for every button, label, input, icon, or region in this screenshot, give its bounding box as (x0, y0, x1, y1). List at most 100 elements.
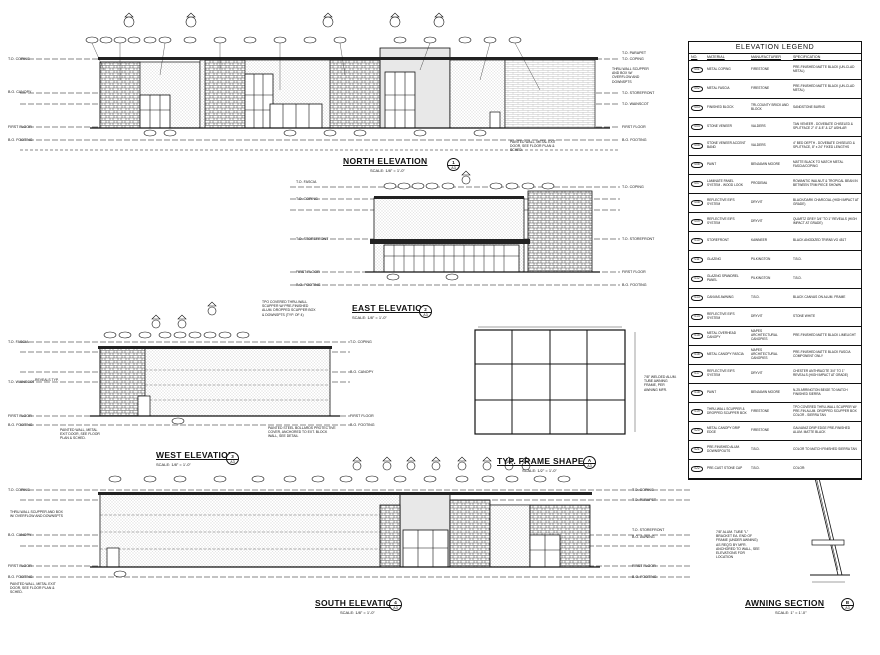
level-label: FIRST FLOOR (622, 270, 646, 274)
legend-cell-number: 017 (689, 364, 705, 384)
legend-cell-material: STOREFRONT (705, 231, 749, 251)
legend-number-tag: 009 (691, 218, 703, 226)
legend-number-tag: 013 (691, 294, 703, 302)
callout-number: 1 (452, 159, 455, 165)
legend-cell-specification: PRE-FINISHED MATTE BLACK FASCIA COMPONEN… (791, 345, 861, 365)
legend-cell-number: 020 (689, 421, 705, 441)
callout-number: 4 (394, 599, 397, 605)
legend-number-tag: 019 (691, 408, 703, 416)
legend-cell-specification: GALVANIZ DRIP EDGE PRE-FINISHED ALUM. MA… (791, 421, 861, 441)
legend-cell-number: 014 (689, 307, 705, 327)
legend-number-tag: 007 (691, 180, 703, 188)
legend-cell-manufacturer: VALDERS (749, 136, 791, 156)
level-label: FIRST FLOOR (632, 564, 656, 568)
legend-cell-manufacturer: PILKINGTON (749, 250, 791, 270)
level-label: B.O. CANOPY (350, 370, 374, 374)
level-label: T.O. STOREFRONT (622, 237, 655, 241)
legend-cell-number: 004 (689, 117, 705, 137)
legend-title: ELEVATION LEGEND (689, 42, 861, 54)
callout-number: 3 (231, 453, 234, 459)
legend-cell-specification: T.B.D. (791, 269, 861, 289)
legend-cell-specification: COLOR: (791, 459, 861, 479)
level-label: T.O. COPING (622, 185, 644, 189)
legend-cell-manufacturer: MAPES ARCHITECTURAL CANOPIES (749, 345, 791, 365)
level-label: B.O. FOOTING (622, 283, 647, 287)
awning-section-scale: SCALE: 1" = 1'-0" (775, 610, 807, 615)
south-elevation (20, 456, 690, 578)
legend-cell-material: REFLECTIVE EIFS SYSTEM (705, 307, 749, 327)
legend-cell-manufacturer: DRYVIT (749, 193, 791, 213)
elevation-legend: ELEVATION LEGEND NO. MATERIAL MANUFACTUR… (688, 41, 862, 480)
west-note-scupper: TPO COVERED THRU-WALL SCUPPER W/ PRE-FIN… (262, 300, 316, 317)
legend-cell-material: METAL COPING (705, 60, 749, 80)
legend-number-tag: 018 (691, 389, 703, 397)
west-elevation-title: WEST ELEVATION (156, 450, 235, 460)
legend-number-tag: 008 (691, 199, 703, 207)
legend-cell-specification: BLACK ANODIZED TRIFAB VG 451T (791, 231, 861, 251)
legend-number-tag: 012 (691, 275, 703, 283)
legend-cell-number: 003 (689, 98, 705, 118)
legend-cell-specification: BLACK/DARK CHARCOAL (HIGH IMPACT AT GRAD… (791, 193, 861, 213)
legend-cell-specification: PRE-FINISHED MATTE BLACK (UN-CLAD METAL) (791, 60, 861, 80)
legend-cell-number: 008 (689, 193, 705, 213)
legend-cell-number: 001 (689, 60, 705, 80)
level-label: FIRST FLOOR (8, 125, 32, 129)
legend-cell-number: 002 (689, 79, 705, 99)
legend-cell-specification: PRE-FINISHED MATTE BLACK (UN-CLAD METAL) (791, 79, 861, 99)
legend-cell-number: 019 (689, 402, 705, 422)
legend-cell-number: 012 (689, 269, 705, 289)
level-label: T.O. PARAPET (622, 51, 647, 55)
level-label: FIRST FLOOR (296, 270, 320, 274)
callout-sheet: A3 (390, 604, 401, 610)
east-elevation-title: EAST ELEVATION (352, 303, 429, 313)
legend-cell-number: 011 (689, 250, 705, 270)
legend-cell-number: 016 (689, 345, 705, 365)
legend-number-tag: 001 (691, 66, 703, 74)
west-elevation (20, 301, 350, 426)
legend-cell-specification: BLACK CANVAS ON ALUM. FRAME (791, 288, 861, 308)
level-label: T.O. COPING (8, 57, 30, 61)
legend-cell-number: 021 (689, 440, 705, 460)
legend-cell-manufacturer: KAWNEER (749, 231, 791, 251)
legend-number-tag: 016 (691, 351, 703, 359)
level-label: T.O. STOREFRONT (296, 237, 329, 241)
legend-cell-manufacturer: DRYVIT (749, 212, 791, 232)
typ-frame-shape (474, 326, 636, 435)
legend-number-tag: 017 (691, 370, 703, 378)
legend-cell-material: LAMINATE PANEL SYSTEM - WOOD LOOK (705, 174, 749, 194)
legend-cell-manufacturer: BENJAMIN MOORE (749, 383, 791, 403)
legend-number-tag: 003 (691, 104, 703, 112)
legend-cell-material: GLAZING SPANDREL PANEL (705, 269, 749, 289)
legend-cell-material: STONE VENEER ACCENT BAND (705, 136, 749, 156)
west-note-exit-door: PAINTED WALL, METAL EXIT DOOR, SEE FLOOR… (60, 428, 100, 441)
legend-cell-manufacturer: T.B.D. (749, 440, 791, 460)
west-note-reveals: REVEALS TYP. (35, 378, 59, 382)
legend-header: MATERIAL (705, 54, 749, 61)
level-label: FIRST FLOOR (350, 414, 374, 418)
level-label: B.O. FOOTING (8, 423, 33, 427)
legend-cell-manufacturer: DRYVIT (749, 364, 791, 384)
legend-number-tag: 014 (691, 313, 703, 321)
north-note-scupper: THRU-WALL SCUPPER AND BOX W/ OVERFLOW AN… (612, 67, 649, 84)
legend-number-tag: 021 (691, 446, 703, 454)
legend-cell-material: THRU-WALL SCUPPER & DROPPED SCUPPER BOX (705, 402, 749, 422)
frame-shape-scale: SCALE: 1/2" = 1'-0" (522, 468, 557, 473)
south-note-exit-door: PAINTED WALL, METAL EXIT DOOR, SEE FLOOR… (10, 582, 56, 595)
west-elevation-scale: SCALE: 1/8" = 1'-0" (156, 462, 191, 467)
level-label: T.O. WAINSCOT (8, 380, 35, 384)
level-label: FIRST FLOOR (622, 125, 646, 129)
east-elevation-scale: SCALE: 1/8" = 1'-0" (352, 315, 387, 320)
level-label: B.O. CANOPY (8, 533, 32, 537)
legend-header: NO. (689, 54, 705, 61)
